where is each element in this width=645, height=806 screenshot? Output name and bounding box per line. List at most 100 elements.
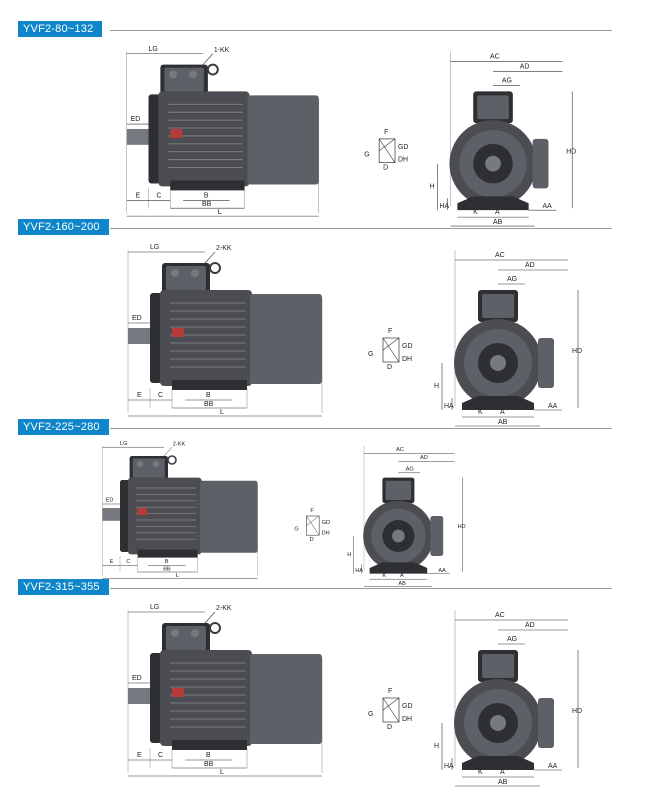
dim-b-label: B [206, 392, 211, 399]
dim-e-label: E [137, 752, 142, 759]
dim-c-label: C [158, 392, 163, 399]
lifting-eye [206, 63, 219, 76]
dim-ed-label: ED [106, 498, 114, 504]
dim-k-label: K [478, 409, 483, 416]
dim-c-label: C [158, 752, 163, 759]
nameplate [137, 508, 148, 516]
dim-l-label: L [220, 769, 224, 776]
dim-f-label: F [310, 508, 314, 514]
end-shaft [392, 529, 405, 543]
dim-ac-label: AC [495, 252, 505, 259]
dim-h-label: H [430, 183, 435, 190]
dim-d-label: D [387, 724, 392, 731]
motor-drawings: LG 2-KK [127, 604, 582, 787]
dim-ha-label: HA [440, 203, 450, 210]
mounting-feet [172, 740, 247, 750]
dim-h-label: H [434, 743, 439, 750]
end-feet [369, 562, 428, 574]
shaft [128, 328, 150, 344]
dim-d-label: D [387, 364, 392, 371]
dim-gd-label: GD [402, 343, 413, 350]
dim-dh-label: DH [322, 530, 330, 536]
kk-label: 1-KK [214, 47, 230, 54]
side-box [430, 516, 444, 556]
nameplate [172, 328, 184, 337]
motor-section: YVF2-225~280 LG 2-KK [0, 419, 645, 588]
section-divider [110, 588, 612, 589]
dim-ag-label: AG [507, 276, 517, 283]
shaft [102, 508, 120, 521]
end-feet [462, 756, 534, 770]
dim-ab-label: AB [493, 219, 503, 226]
dim-b-label: B [204, 192, 209, 199]
dim-lg-label: LG [150, 604, 159, 611]
dim-l-label: L [218, 209, 222, 216]
motor-section: YVF2-80~132 LG 1-KK [0, 21, 645, 228]
dim-ha-label: HA [444, 403, 454, 410]
dim-k-label: K [478, 769, 483, 776]
section-divider [110, 428, 612, 429]
stator-frame [128, 477, 202, 555]
lifting-eye [167, 455, 177, 465]
motor-section: YVF2-160~200 LG 2-KK [0, 219, 645, 428]
nameplate [172, 688, 184, 697]
side-view-drawing: LG 2-KK [127, 244, 323, 417]
dim-bb-label: BB [202, 201, 212, 208]
dim-lg-label: LG [150, 244, 159, 251]
mounting-feet [170, 180, 245, 191]
end-shaft [490, 355, 506, 371]
front-endshield [120, 480, 130, 552]
dim-e-label: E [137, 392, 142, 399]
dim-ag-label: AG [507, 636, 517, 643]
kk-label: 2-KK [216, 245, 232, 252]
dim-b-label: B [165, 559, 169, 565]
shaft-key-detail: G GD DH F D [364, 129, 408, 172]
side-box [532, 138, 549, 189]
dim-gd-label: GD [322, 520, 330, 526]
section-divider [110, 228, 612, 229]
dim-d-label: D [383, 165, 388, 172]
dim-h-label: H [347, 552, 351, 558]
dim-ad-label: AD [420, 455, 428, 461]
dim-ed-label: ED [132, 315, 142, 322]
dim-ac-label: AC [495, 612, 505, 619]
stator-frame [158, 91, 250, 187]
dim-g-label: G [368, 351, 373, 358]
dim-l-label: L [220, 409, 224, 416]
dim-d-label: D [310, 537, 314, 543]
motor-drawings: LG 1-KK [126, 46, 576, 227]
kk-label: 2-KK [216, 605, 232, 612]
dim-aa-label: AA [548, 763, 558, 770]
dim-ac-label: AC [490, 54, 500, 61]
dim-aa-label: AA [548, 403, 558, 410]
dim-hd-label: HD [458, 524, 466, 530]
motor-drawings: LG 2-KK [102, 441, 466, 587]
end-view-drawing: AC AD AG HD H HA A [434, 610, 582, 787]
stator-frame [160, 650, 252, 746]
dim-dh-label: DH [398, 157, 408, 164]
end-view-drawing: AC AD AG HD H HA A [347, 445, 466, 587]
dim-ag-label: AG [502, 77, 512, 84]
side-box [538, 698, 554, 748]
dim-lg-label: LG [149, 46, 158, 53]
dim-gd-label: GD [402, 703, 413, 710]
side-view-drawing: LG 2-KK [127, 604, 323, 777]
shaft [128, 688, 150, 704]
shaft [126, 129, 149, 145]
nameplate [170, 129, 183, 138]
dim-ac-label: AC [396, 447, 404, 453]
shaft-key-detail: G GD DH F D [368, 688, 413, 731]
fan-cover [250, 294, 322, 384]
dim-f-label: F [384, 129, 388, 136]
kk-label: 2-KK [173, 442, 186, 448]
dim-bb-label: BB [204, 761, 214, 768]
end-shaft [490, 715, 506, 731]
dim-e-label: E [110, 559, 114, 565]
mounting-feet [137, 549, 198, 558]
dim-aa-label: AA [543, 203, 553, 210]
dim-g-label: G [364, 152, 369, 159]
dim-ha-label: HA [444, 763, 454, 770]
dim-lg-label: LG [120, 441, 127, 447]
end-view-drawing: AC AD AG HD H HA A [430, 51, 576, 227]
front-endshield [150, 293, 162, 383]
